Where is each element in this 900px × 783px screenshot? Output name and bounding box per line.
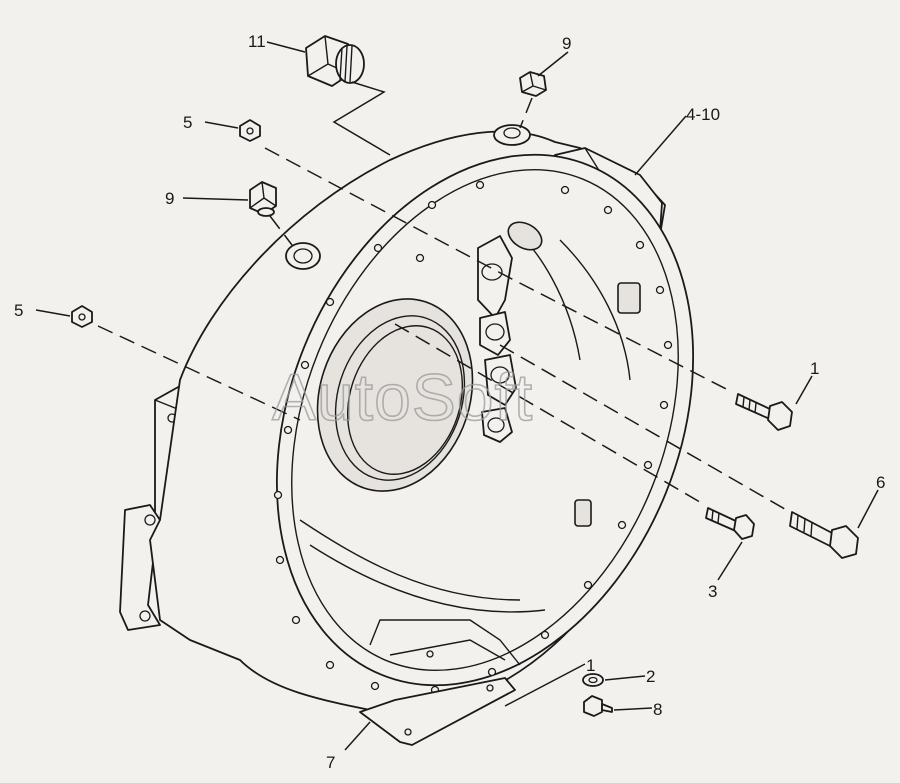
- plug-9-left: [249, 181, 277, 217]
- plug-9-top: [519, 71, 547, 97]
- fitting-5-upper: [239, 119, 261, 142]
- callout-9-top: 9: [562, 34, 571, 53]
- bolt-1-right: [735, 393, 793, 431]
- callout-6: 6: [876, 473, 885, 492]
- flywheel-housing: [119, 124, 694, 713]
- callout-9-left: 9: [165, 189, 174, 208]
- assembly-lines: [97, 81, 791, 513]
- bolt-3: [705, 507, 755, 540]
- callout-labels: 11 9 4-10 5 9 5 1 6 3 1 2 8 7: [14, 32, 885, 772]
- watermark-text: AutoSoft: [272, 360, 533, 434]
- callout-5-upper: 5: [183, 113, 192, 132]
- callout-8: 8: [653, 700, 662, 719]
- callout-1-bottom: 1: [586, 656, 595, 675]
- callout-2: 2: [646, 667, 655, 686]
- callout-4-10: 4-10: [686, 105, 720, 124]
- leader-lines: [35, 41, 879, 751]
- bolt-6: [789, 511, 859, 559]
- washer-2: [582, 673, 604, 687]
- hex-plug-11: [305, 35, 365, 87]
- callout-5-lower: 5: [14, 301, 23, 320]
- callout-11: 11: [248, 32, 266, 51]
- bolt-8: [583, 695, 613, 717]
- callout-1-right: 1: [810, 359, 819, 378]
- fitting-5-lower: [71, 305, 93, 328]
- bottom-cover-plate: [359, 677, 516, 746]
- callout-7: 7: [326, 753, 335, 772]
- callout-3: 3: [708, 582, 717, 601]
